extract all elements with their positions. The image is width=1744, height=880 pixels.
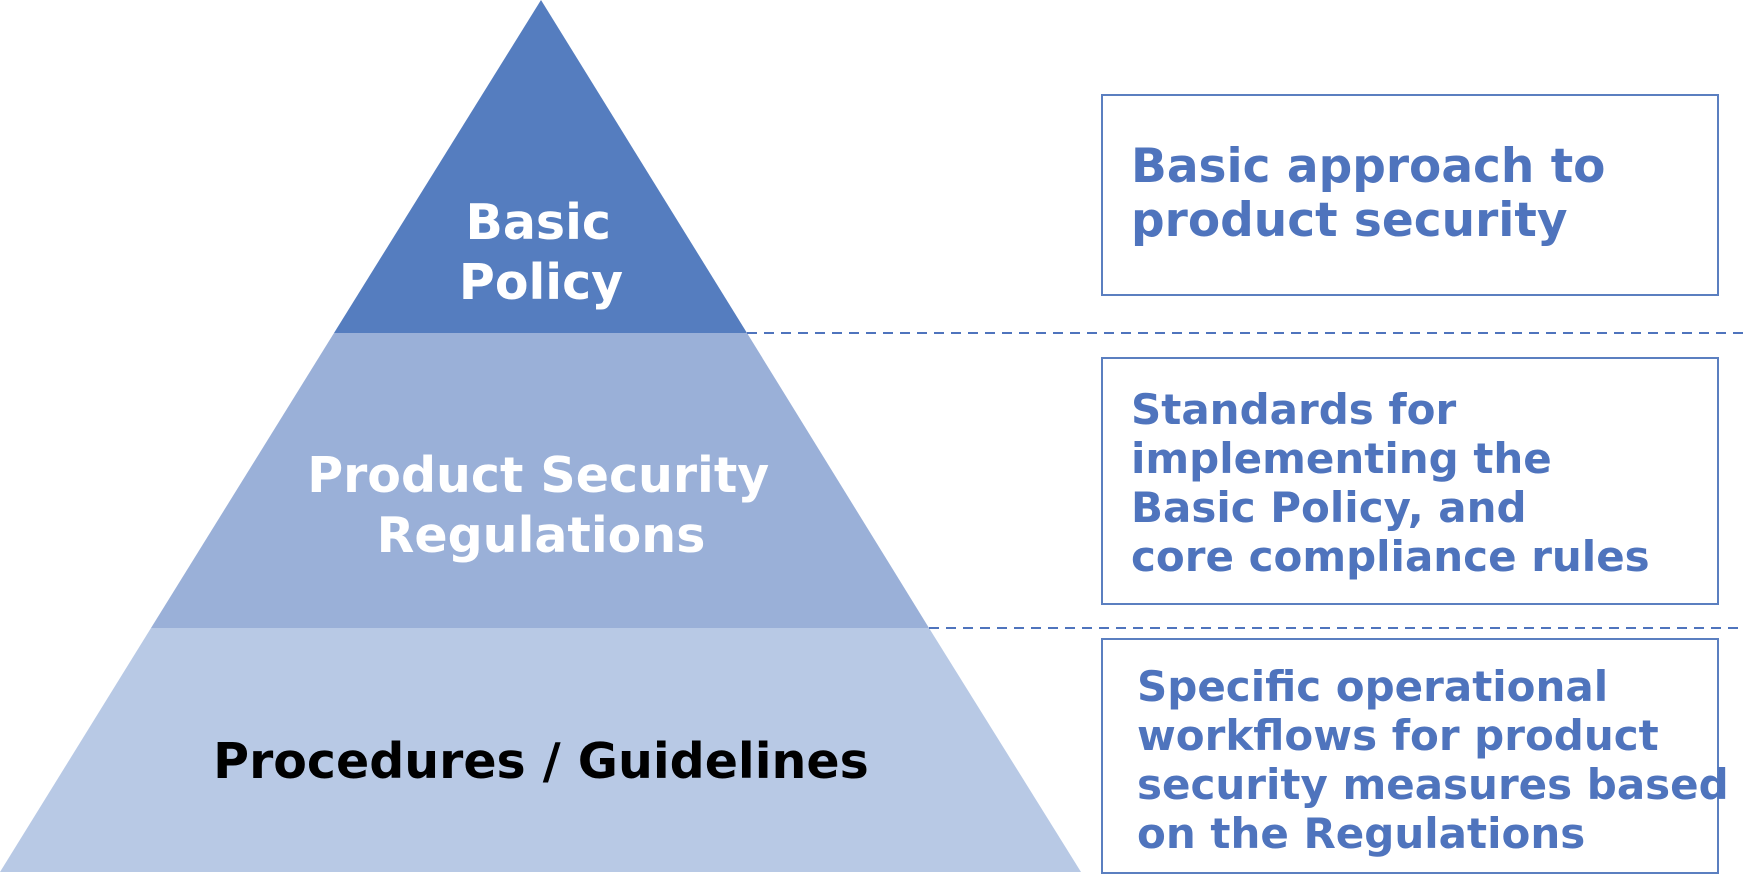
tier-label-line: Procedures / Guidelines bbox=[213, 733, 869, 790]
description-box-basic-policy: Basic approach to product security bbox=[1101, 94, 1719, 296]
description-line: security measures based bbox=[1137, 760, 1729, 809]
tier-label-product-security-regulations: Product Security Regulations bbox=[307, 447, 775, 564]
description-line: product security bbox=[1131, 193, 1568, 248]
description-line: on the Regulations bbox=[1137, 809, 1586, 858]
description-line: Specific operational bbox=[1137, 662, 1609, 711]
description-line: implementing the bbox=[1131, 434, 1552, 483]
description-line: workflows for product bbox=[1137, 711, 1659, 760]
tier-label-line: Basic bbox=[466, 194, 611, 251]
tier-label-basic-policy: Basic Policy bbox=[459, 194, 623, 311]
tier-label-line: Regulations bbox=[377, 507, 706, 564]
description-line: core compliance rules bbox=[1131, 532, 1650, 581]
pyramid-tier-basic-policy bbox=[334, 0, 747, 333]
description-line: Standards for bbox=[1131, 385, 1457, 434]
description-box-regulations: Standards for implementing the Basic Pol… bbox=[1101, 357, 1719, 605]
tier-label-line: Policy bbox=[459, 254, 623, 311]
description-box-procedures: Specific operational workflows for produ… bbox=[1101, 638, 1729, 874]
pyramid-tier-procedures-guidelines bbox=[0, 628, 1081, 872]
description-line: Basic approach to bbox=[1131, 139, 1606, 194]
pyramid-tier-product-security-regulations bbox=[151, 333, 929, 628]
description-line: Basic Policy, and bbox=[1131, 483, 1527, 532]
tier-label-line: Product Security bbox=[307, 447, 769, 504]
tier-label-procedures-guidelines: Procedures / Guidelines bbox=[213, 733, 869, 790]
